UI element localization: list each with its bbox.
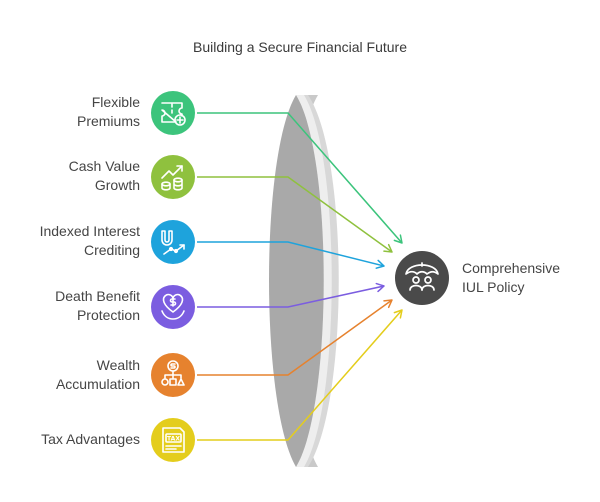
input-label-line-2: Protection (77, 307, 140, 323)
diagram-title: Building a Secure Financial Future (193, 39, 407, 55)
input-node-indexed-interest-crediting: Indexed Interest Crediting (40, 220, 195, 264)
connector-death-benefit-protection-arrowhead (375, 282, 385, 293)
connector-flexible-premiums-arrowhead (393, 234, 403, 244)
input-label-line-1: Flexible (92, 94, 140, 110)
tax-document-icon: TAX (162, 427, 185, 453)
money-hierarchy-icon (161, 360, 185, 386)
connector-indexed-interest-crediting (197, 241, 385, 267)
input-node-tax-advantages: TAX Tax Advantages (41, 418, 195, 462)
output-node-comprehensive-iul-policy: Comprehensive IUL Policy (395, 251, 560, 305)
connector-indexed-interest-crediting-arrowhead (375, 259, 385, 269)
input-label-line-1: Death Benefit (55, 288, 140, 304)
output-label-line-1: Comprehensive (462, 260, 560, 276)
input-node-wealth-accumulation: Wealth Accumulation (56, 353, 195, 397)
input-node-death-benefit-protection: Death Benefit Protection (55, 285, 195, 329)
svg-text:TAX: TAX (167, 436, 180, 443)
connector-cash-value-growth (197, 176, 393, 253)
input-label-line-1: Wealth (97, 357, 140, 373)
connector-wealth-accumulation (197, 299, 393, 376)
output-label-line-2: IUL Policy (462, 279, 525, 295)
connector-flexible-premiums (197, 112, 403, 244)
input-label-line-2: Accumulation (56, 376, 140, 392)
input-node-cash-value-growth: Cash Value Growth (69, 155, 195, 199)
growth-chart-coins-icon (161, 165, 183, 191)
input-label-line-2: Crediting (84, 242, 140, 258)
connector-tax-advantages-arrowhead (393, 309, 403, 319)
ticket-plus-icon (161, 102, 186, 126)
input-label-line-2: Growth (95, 177, 140, 193)
connectors (197, 112, 403, 441)
connector-tax-advantages (197, 309, 403, 441)
input-node-flexible-premiums: Flexible Premiums (77, 91, 195, 135)
input-label-line-1: Indexed Interest (40, 223, 141, 239)
input-label-line-1: Cash Value (69, 158, 141, 174)
input-label-line-1: Tax Advantages (41, 431, 140, 447)
input-label-line-2: Premiums (77, 113, 140, 129)
heart-dollar-hand-icon (161, 293, 185, 320)
connector-cash-value-growth-arrowhead (383, 243, 393, 253)
connector-wealth-accumulation-arrowhead (383, 299, 393, 309)
umbrella-family-icon (405, 262, 439, 291)
lens-shape (269, 95, 339, 467)
magnet-trend-icon (161, 230, 185, 255)
connector-death-benefit-protection (197, 285, 385, 308)
